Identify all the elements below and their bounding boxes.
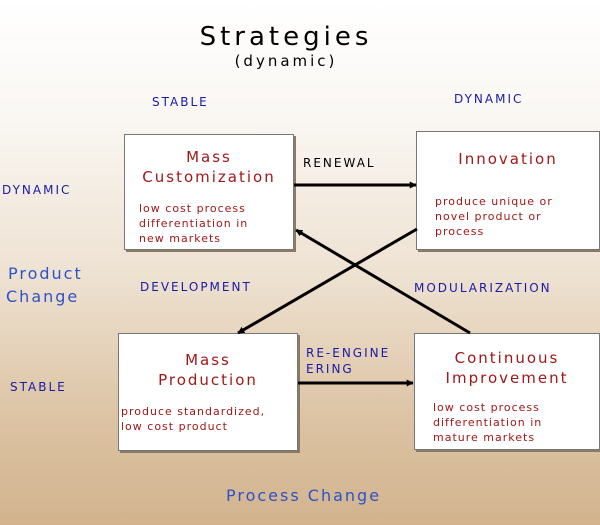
diagram-title: Strategies [199, 22, 373, 52]
mass-production-box: Mass Production produce standardized, lo… [118, 333, 298, 451]
development-arrow [237, 227, 418, 335]
mass-customization-title-line1: Mass [186, 148, 232, 166]
mass-customization-title-line2: Customization [142, 168, 276, 186]
mass-production-title-line1: Mass [185, 351, 231, 369]
column-label-stable: STABLE [152, 95, 209, 109]
mass-production-description: produce standardized, low cost product [121, 405, 266, 433]
modularization-arrow [295, 228, 471, 335]
continuous-improvement-box: Continuous Improvement low cost process … [414, 333, 600, 450]
process-change-label: Process Change [226, 486, 382, 505]
modularization-label: MODULARIZATION [414, 281, 552, 295]
product-change-label-line2: Change [6, 287, 80, 306]
continuous-improvement-description: low cost process differentiation in matu… [433, 401, 543, 444]
continuous-improvement-title-line2: Improvement [445, 369, 569, 387]
mass-customization-box: Mass Customization low cost process diff… [124, 134, 294, 250]
reengineering-label-line1: RE-ENGINE [306, 346, 391, 360]
row-label-stable: STABLE [10, 380, 67, 394]
reengineering-label-line2: ERING [306, 362, 354, 376]
diagram-subtitle: (dynamic) [234, 52, 338, 70]
row-label-dynamic: DYNAMIC [2, 183, 72, 197]
mass-production-title-line2: Production [158, 371, 258, 389]
mass-customization-description: low cost process differentiation in new … [139, 202, 249, 245]
continuous-improvement-title-line1: Continuous [454, 349, 560, 367]
column-label-dynamic: DYNAMIC [454, 92, 524, 106]
innovation-description: produce unique or novel product or proce… [435, 195, 553, 238]
development-label: DEVELOPMENT [140, 280, 252, 294]
renewal-label: RENEWAL [303, 156, 376, 170]
innovation-title: Innovation [458, 150, 558, 168]
product-change-label-line1: Product [8, 264, 83, 283]
